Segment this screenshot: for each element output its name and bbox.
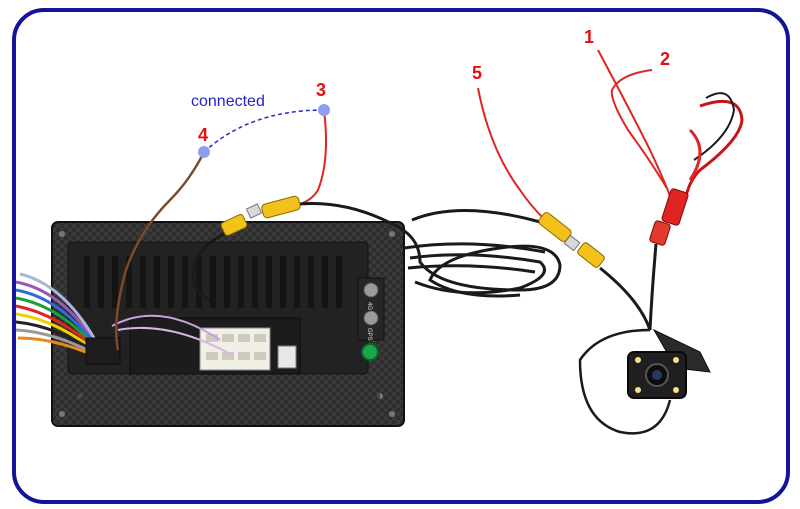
red-wire-3 (299, 109, 327, 205)
red-wire-2 (610, 69, 669, 191)
antenna-ports (357, 277, 385, 341)
label-1: 1 (584, 27, 594, 47)
harness-wires (15, 272, 121, 365)
connected-dashed-line (203, 109, 325, 153)
label-3: 3 (316, 80, 326, 100)
point-3-dot (318, 104, 330, 116)
power-connector (649, 188, 689, 246)
label-2: 2 (660, 49, 670, 69)
rear-camera (627, 328, 711, 399)
port-gps-label: GPS (366, 328, 372, 341)
rca-connector-unit (220, 195, 301, 236)
head-unit: 4G GPS (51, 221, 405, 427)
green-led (361, 343, 379, 361)
brown-wire-4 (114, 151, 206, 351)
usb-port (277, 345, 297, 369)
red-wire-5 (477, 87, 546, 221)
heatsink-fins (84, 256, 342, 308)
rca-connector-camera (538, 212, 605, 268)
label-5: 5 (472, 63, 482, 83)
video-cable (191, 202, 562, 302)
connected-label: connected (191, 93, 265, 110)
point-4-dot (198, 146, 210, 158)
port-4g-label: 4G (366, 302, 372, 310)
label-4: 4 (198, 125, 208, 145)
